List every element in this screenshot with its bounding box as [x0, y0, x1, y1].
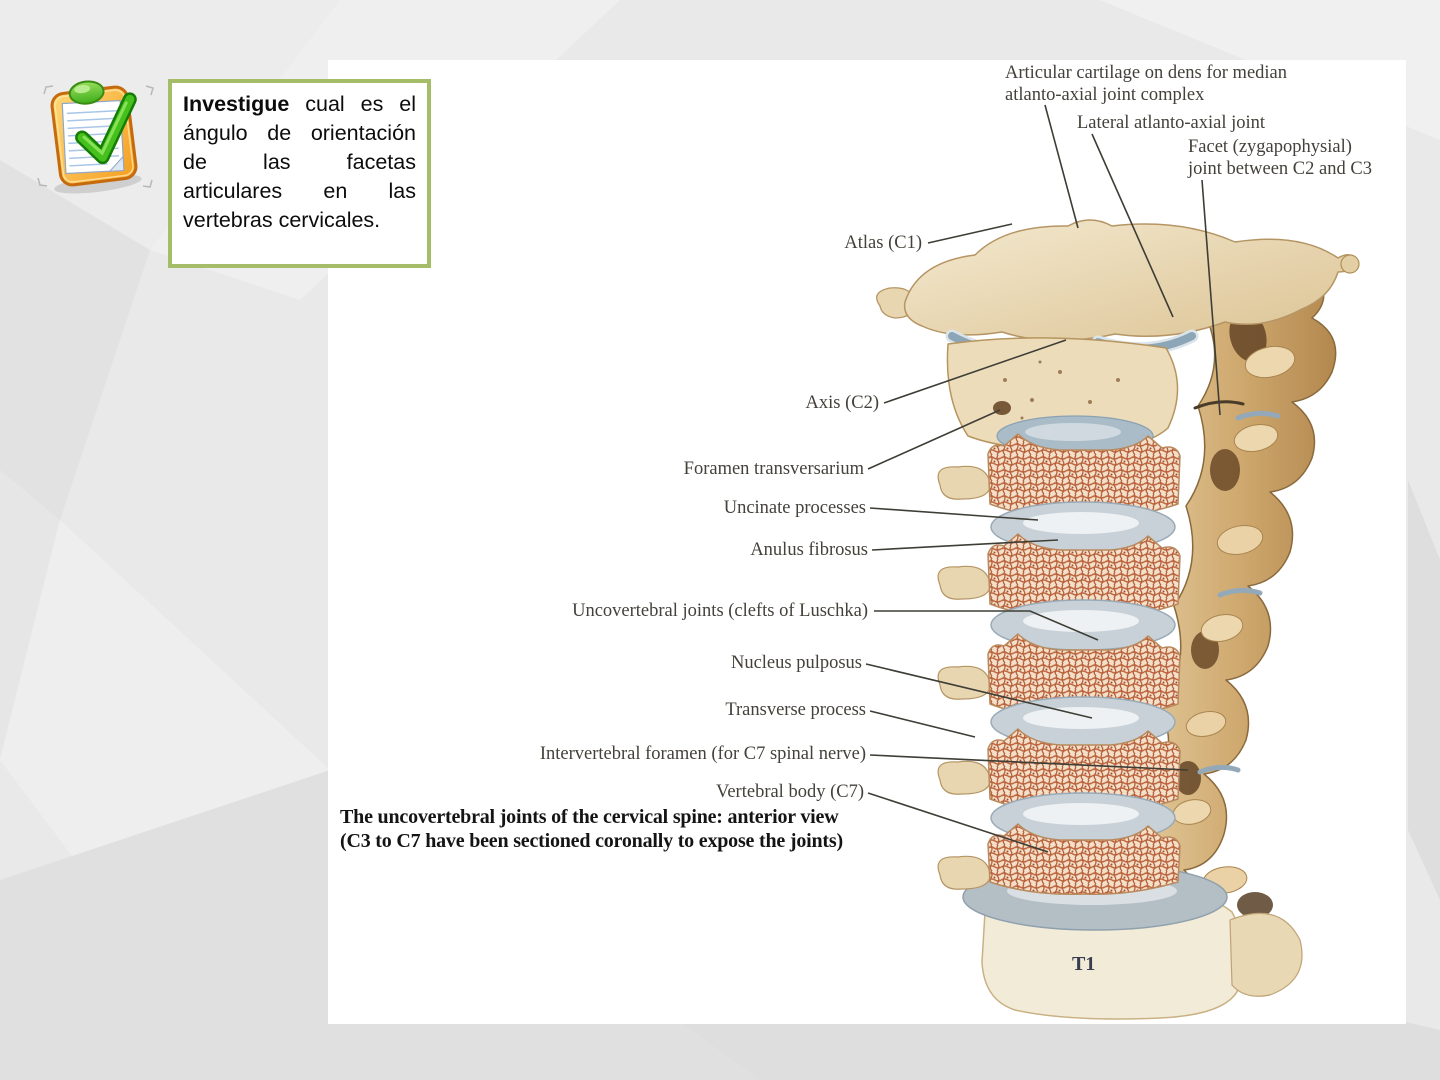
leader-line-anulus-fibrosus — [871, 539, 1059, 551]
clipboard-check-icon — [28, 74, 168, 204]
task-text-rest: cual es el ángulo de orientación de las … — [183, 92, 416, 232]
leader-line-foramen-transversarium — [867, 409, 1001, 470]
leader-line-transverse-process — [869, 710, 976, 738]
leader-line-uncinate-processes — [869, 507, 1039, 521]
leader-line-vertebral-body-c7 — [867, 792, 1049, 853]
selection-corner-marks — [37, 85, 154, 188]
leader-line-articular-cartilage-dens — [1044, 104, 1079, 229]
leader-line-atlas-c1 — [927, 223, 1013, 244]
check-mark — [75, 92, 137, 165]
leader-line-facet-zygapophysial-joint — [1201, 179, 1221, 416]
task-text-bold: Investigue — [183, 92, 290, 116]
leader-lines — [865, 104, 1221, 853]
task-box: Investigue cual es el ángulo de orientac… — [168, 79, 431, 268]
cervical-spine-illustration — [876, 219, 1360, 1020]
leader-line-nucleus-pulposus — [865, 663, 1093, 719]
figure-caption: The uncovertebral joints of the cervical… — [340, 806, 980, 853]
leader-line-uncovertebral-joints — [874, 610, 1099, 641]
leader-line-lateral-atlanto-axial-joint — [1091, 133, 1174, 318]
clipboard-check-art — [37, 80, 154, 194]
task-text: Investigue cual es el ángulo de orientac… — [183, 90, 416, 235]
t1-label: T1 — [1072, 953, 1096, 975]
figure-caption-line1: The uncovertebral joints of the cervical… — [340, 806, 839, 828]
leader-line-intervertebral-foramen-c7 — [869, 754, 1189, 771]
figure-caption-line2: (C3 to C7 have been sectioned coronally … — [340, 829, 843, 852]
leader-line-axis-c2 — [883, 339, 1067, 404]
